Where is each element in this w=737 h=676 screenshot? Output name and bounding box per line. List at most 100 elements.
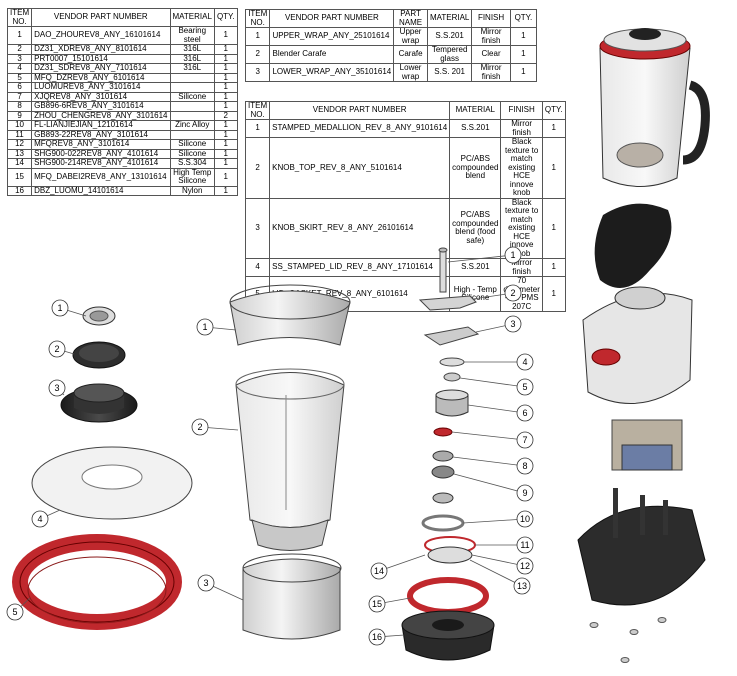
- callout-balloon: [516, 510, 534, 528]
- callout-balloon: [48, 379, 66, 397]
- callout-leader-line: [452, 456, 526, 467]
- callout-number: 7: [522, 435, 527, 445]
- callout-number: 16: [372, 632, 382, 642]
- bottom-housing-part: [577, 505, 706, 606]
- callout-leader-line: [447, 254, 514, 263]
- callout-carafe-1: 1: [196, 318, 237, 336]
- callout-blade-3: 3: [475, 315, 522, 333]
- lower-wrap-part: [242, 558, 341, 640]
- table-cell: 1: [541, 137, 566, 199]
- table-cell: Mirror finish: [471, 63, 511, 82]
- callout-number: 10: [520, 514, 530, 524]
- callout-blade-11: 11: [475, 536, 534, 554]
- callout-balloon: [51, 299, 69, 317]
- callout-blade-13: 13: [469, 559, 531, 595]
- table-cell: 1: [509, 63, 538, 82]
- table-cell: 1: [244, 119, 271, 138]
- callout-blade-15: 15: [368, 595, 411, 613]
- callout-number: 12: [520, 561, 530, 571]
- callout-number: 1: [510, 250, 515, 260]
- callout-balloon: [516, 457, 534, 475]
- callout-balloon: [48, 340, 66, 358]
- callout-leader-line: [471, 554, 526, 567]
- table-cell: 1: [541, 119, 566, 138]
- callout-blade-12: 12: [471, 554, 534, 575]
- callout-blade-10: 10: [462, 510, 534, 528]
- table-cell: MFQ_DABEI2REV8_ANY_13101614: [31, 167, 171, 187]
- callout-blade-4: 4: [464, 353, 534, 371]
- callout-blade-6: 6: [467, 404, 534, 422]
- callout-blade-1: 1: [447, 246, 522, 264]
- table-cell: 1: [213, 26, 238, 45]
- table-cell: 1: [509, 27, 538, 46]
- callout-leader-line: [469, 559, 523, 587]
- table-cell: Bearing steel: [169, 26, 215, 45]
- table-header-row: ITEM NO. VENDOR PART NUMBER MATERIAL QTY…: [6, 8, 238, 27]
- callout-number: 9: [522, 488, 527, 498]
- callout-blade-14: 14: [370, 554, 426, 580]
- callout-leader-line: [467, 404, 526, 414]
- callout-number: 15: [372, 599, 382, 609]
- bom-table-knob: ITEM NO. VENDOR PART NUMBER MATERIAL FIN…: [244, 101, 566, 312]
- bom-table-carafe: ITEM NO. VENDOR PART NUMBER PART NAME MA…: [244, 9, 538, 82]
- callout-balloon: [504, 315, 522, 333]
- table-cell: 16: [6, 185, 33, 196]
- gasket-15-part: [407, 577, 489, 615]
- callout-balloon: [368, 628, 386, 646]
- callout-knob-1: 1: [51, 299, 87, 317]
- blade-assembly-group: [401, 247, 495, 661]
- callout-number: 2: [197, 422, 202, 432]
- callout-leader-line: [453, 473, 526, 494]
- knob-lid-group: [12, 306, 193, 630]
- callout-number: 6: [522, 408, 527, 418]
- callout-number: 4: [522, 357, 527, 367]
- callout-blade-9: 9: [453, 473, 534, 502]
- callout-balloon: [513, 577, 531, 595]
- callout-number: 1: [202, 322, 207, 332]
- bom-table-blade-assembly: ITEM NO. VENDOR PART NUMBER MATERIAL QTY…: [6, 8, 238, 196]
- motor-base-part: [582, 292, 693, 404]
- callout-number: 11: [520, 540, 529, 550]
- table-cell: DAO_ZHOUREV8_ANY_16101614: [31, 26, 171, 45]
- callout-carafe-3: 3: [197, 574, 244, 601]
- table-cell: 15: [6, 167, 33, 187]
- callout-balloon: [196, 318, 214, 336]
- table-cell: High Temp Silicone: [169, 167, 215, 187]
- lid-gasket-part: [12, 534, 182, 630]
- callout-number: 14: [374, 566, 384, 576]
- table-cell: 1: [6, 26, 33, 45]
- callout-balloon: [197, 574, 215, 592]
- callout-knob-2: 2: [48, 340, 75, 358]
- table-cell: 1: [213, 167, 238, 187]
- table-cell: 3: [244, 63, 271, 82]
- callout-balloon: [504, 284, 522, 302]
- header-item-no: ITEM NO.: [6, 8, 33, 27]
- callout-balloon: [191, 418, 209, 436]
- callout-balloon: [516, 536, 534, 554]
- callout-blade-16: 16: [368, 628, 405, 646]
- callout-knob-5: 5: [6, 597, 31, 621]
- table-cell: Nylon: [169, 185, 215, 196]
- callout-balloon: [6, 603, 24, 621]
- callout-knob-4: 4: [31, 509, 61, 528]
- callout-balloon: [368, 595, 386, 613]
- callout-balloon: [516, 431, 534, 449]
- callout-number: 5: [522, 382, 527, 392]
- callout-number: 3: [510, 319, 515, 329]
- callout-number: 3: [203, 578, 208, 588]
- callout-balloon: [516, 484, 534, 502]
- header-qty: QTY.: [213, 8, 238, 27]
- callout-blade-2: 2: [472, 284, 522, 302]
- table-cell: S.S.201: [449, 119, 502, 138]
- callout-leader-line: [451, 431, 526, 441]
- table-cell: Mirror finish: [500, 119, 543, 138]
